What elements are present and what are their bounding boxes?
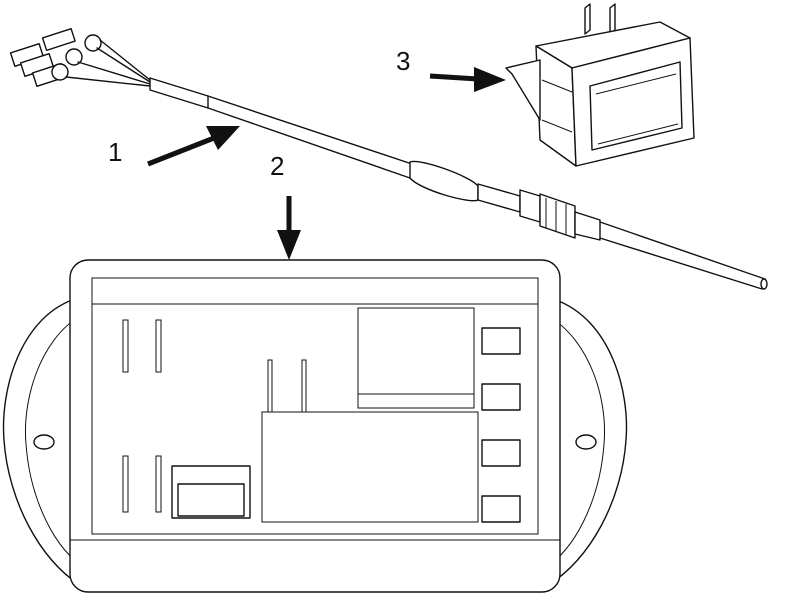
wire-connectors: [9, 28, 151, 87]
controller-housing: [2, 259, 628, 593]
callout-label-3: 3: [396, 46, 410, 76]
callout-label-2: 2: [270, 151, 284, 181]
temperature-probe: [9, 28, 768, 290]
callout-label-1: 1: [108, 137, 122, 167]
callout-arrow-3: [429, 67, 506, 92]
callout-arrow-2: [277, 196, 301, 260]
callout-arrow-1: [147, 126, 240, 167]
rocker-switch: [505, 3, 695, 167]
